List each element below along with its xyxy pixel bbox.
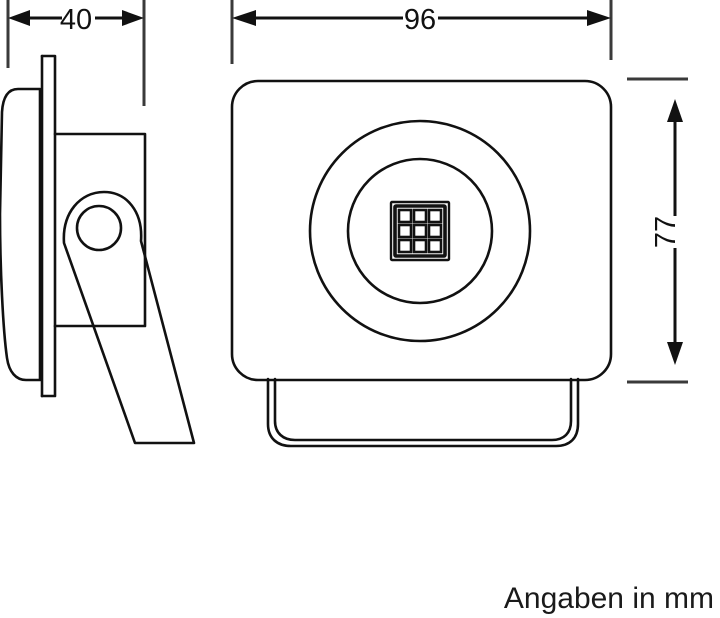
dimension-77-group: 77 [627, 77, 688, 384]
units-note: Angaben in mm [504, 582, 714, 615]
dimension-96-group: 96 [230, 0, 613, 64]
arrowhead-left-40 [8, 10, 30, 26]
side-bezel-strip [40, 54, 57, 398]
led-cell [412, 238, 428, 254]
led-cell [427, 208, 443, 224]
front-housing-frame [230, 79, 613, 382]
led-cell [427, 238, 443, 254]
led-module-border-outer [389, 200, 451, 262]
arrowhead-left-96 [232, 10, 256, 26]
led-module-3x3 [389, 200, 451, 262]
dimension-label-96: 96 [404, 4, 436, 36]
dimension-label-40: 40 [60, 4, 92, 36]
side-view-group [0, 54, 196, 445]
led-cell [427, 223, 443, 239]
led-cell [412, 208, 428, 224]
arrowhead-top-77 [667, 99, 683, 122]
front-view-group [230, 79, 613, 448]
front-socket-outer [266, 377, 580, 448]
dimension-label-77: 77 [650, 216, 682, 248]
front-socket-inner [273, 377, 573, 442]
led-cell [412, 223, 428, 239]
side-mount-body [53, 132, 147, 328]
side-pivot-hole [75, 204, 123, 252]
arrowhead-right-96 [587, 10, 611, 26]
side-housing-profile [0, 87, 42, 382]
led-cell [397, 208, 413, 224]
front-reflector-outer-ring [308, 119, 532, 343]
led-cell [397, 223, 413, 239]
front-reflector-inner-ring [346, 157, 494, 305]
led-module-border-inner [393, 204, 447, 258]
arrowhead-right-40 [122, 10, 144, 26]
led-cell [397, 238, 413, 254]
arrowhead-bottom-77 [667, 342, 683, 365]
side-bracket-arm [62, 190, 196, 445]
dimension-40-group: 40 [6, 0, 146, 106]
